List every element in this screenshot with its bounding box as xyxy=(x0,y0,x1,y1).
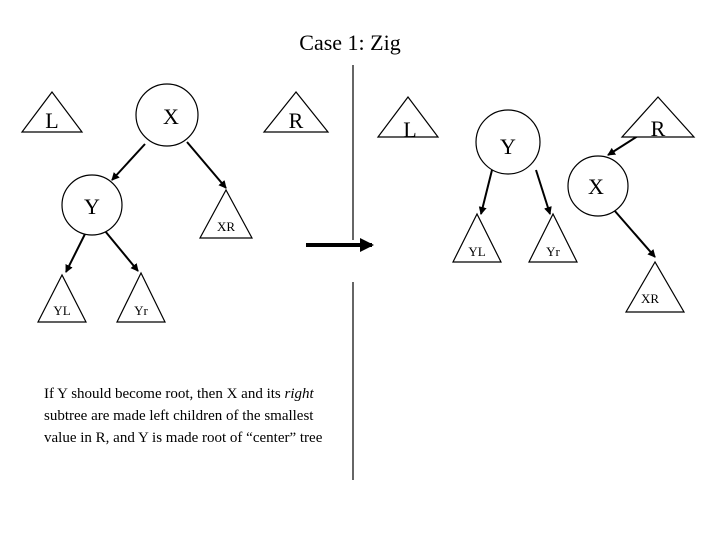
right-subtree-yr-label: Yr xyxy=(546,244,560,259)
right-subtree-r-label: R xyxy=(651,116,666,141)
explanation-part1: If Y should become root, then X and its xyxy=(44,386,285,402)
left-node-x-label: X xyxy=(163,104,179,129)
right-subtree-l-label: L xyxy=(403,117,416,142)
left-subtree-yl-label: YL xyxy=(53,303,70,318)
edge-y-to-yr xyxy=(535,169,552,215)
right-node-y xyxy=(475,109,541,175)
edge-y-to-yl xyxy=(478,169,493,215)
edge-y-to-yr xyxy=(104,230,139,272)
left-subtree-xr-label: XR xyxy=(217,219,235,234)
left-subtree-l-label: L xyxy=(45,108,58,133)
right-subtree-yr-triangle xyxy=(528,212,578,263)
right-subtree-xr-label: XR xyxy=(641,291,659,306)
left-node-y xyxy=(61,174,123,236)
explanation-part2: subtree are made left children of the sm… xyxy=(44,408,323,446)
left-node-x xyxy=(135,83,199,147)
edge-x-to-y xyxy=(111,143,146,181)
left-subtree-yr-triangle xyxy=(116,271,166,323)
right-tree: L Y R X YL Yr XR xyxy=(376,96,696,313)
left-subtree-yl-triangle xyxy=(37,273,87,323)
left-subtree-yr-label: Yr xyxy=(134,303,148,318)
right-node-y-label: Y xyxy=(500,134,516,159)
right-subtree-yl-triangle xyxy=(452,212,502,263)
left-subtree-l-triangle xyxy=(20,91,84,133)
right-node-x xyxy=(567,155,629,217)
right-node-x-label: X xyxy=(588,174,604,199)
right-subtree-l-triangle xyxy=(376,96,440,138)
left-subtree-r-label: R xyxy=(289,108,304,133)
left-subtree-xr-triangle xyxy=(198,188,254,239)
edge-x-to-xr xyxy=(613,209,656,258)
explanation-text: If Y should become root, then X and its … xyxy=(44,383,344,449)
left-subtree-r-triangle xyxy=(262,91,330,133)
explanation-emphasis: right xyxy=(284,386,314,402)
edge-y-to-yl xyxy=(65,231,87,273)
diagram-title: Case 1: Zig xyxy=(299,30,400,55)
right-subtree-xr-triangle xyxy=(624,260,686,313)
right-subtree-r-triangle xyxy=(620,96,696,138)
explanation-paragraph: If Y should become root, then X and its … xyxy=(44,383,344,449)
right-subtree-yl-label: YL xyxy=(468,244,485,259)
left-tree: L X R Y XR YL Yr xyxy=(20,83,330,323)
left-node-y-label: Y xyxy=(84,194,100,219)
edge-x-to-xr xyxy=(186,141,227,189)
